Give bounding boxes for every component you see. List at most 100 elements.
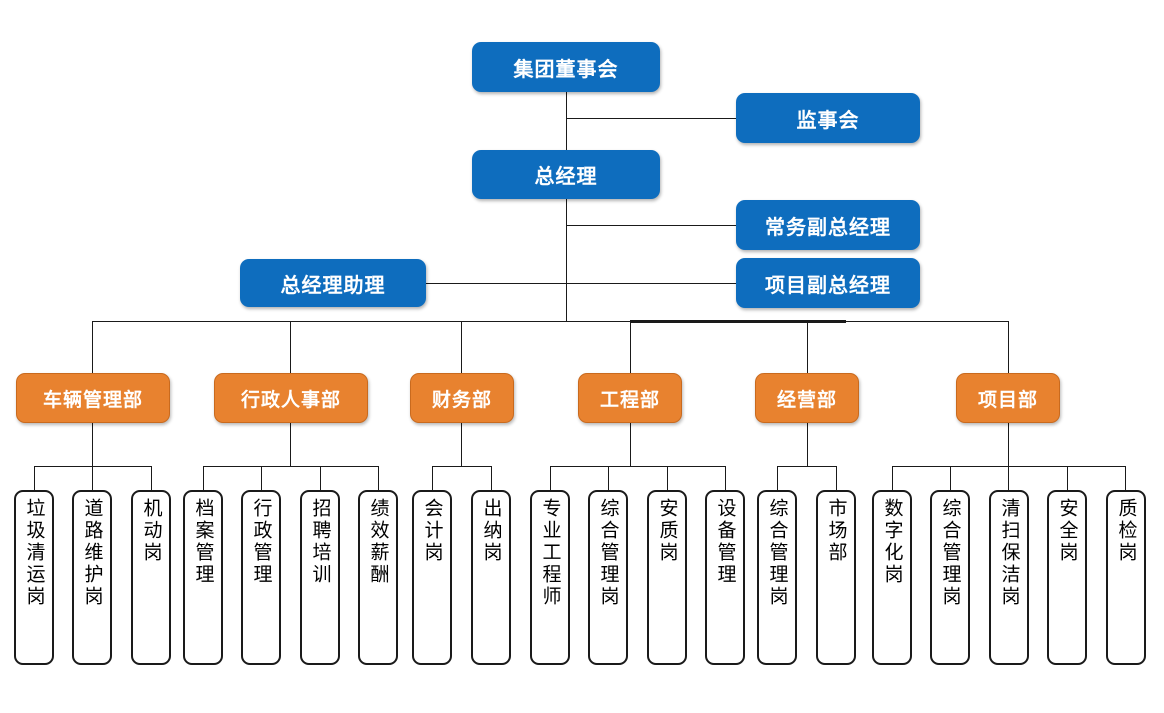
connector-dept2-child-4: [378, 466, 379, 490]
node-gm-assistant-label: 总经理助理: [280, 274, 386, 297]
node-position-admin-management[interactable]: 行政管理: [241, 490, 281, 665]
connector-dept4-child-4: [725, 466, 726, 490]
connector-dept3-child-1: [432, 466, 433, 490]
connector-dept3-bar: [432, 466, 491, 467]
node-supervisory-board-label: 监事会: [796, 109, 860, 132]
node-general-manager[interactable]: 总经理: [472, 150, 660, 199]
node-position-safety-quality[interactable]: 安质岗: [647, 490, 687, 665]
node-position-safety[interactable]: 安全岗: [1047, 490, 1087, 665]
node-department-operations[interactable]: 经营部: [755, 373, 859, 423]
node-position-accounting[interactable]: 会计岗: [412, 490, 452, 665]
connector-dept2-child-1: [203, 466, 204, 490]
connector-gm-to-project-deputy: [566, 283, 736, 284]
node-position-engineering-general-management[interactable]: 综合管理岗: [588, 490, 628, 665]
node-department-engineering-label: 工程部: [599, 389, 660, 411]
node-position-professional-engineer-label: 专业工程师: [539, 498, 561, 608]
department-connector-bar-center: [630, 320, 846, 323]
node-gm-assistant[interactable]: 总经理助理: [240, 259, 426, 307]
node-position-operations-general-management-label: 综合管理岗: [766, 498, 788, 608]
node-position-project-general-management-label: 综合管理岗: [939, 498, 961, 608]
connector-dept4-bar: [550, 466, 725, 467]
node-position-archive-management[interactable]: 档案管理: [183, 490, 223, 665]
connector-dept5-child-1: [777, 466, 778, 490]
node-position-cashier-label: 出纳岗: [480, 498, 502, 564]
node-position-equipment-management[interactable]: 设备管理: [705, 490, 745, 665]
node-exec-deputy-gm-label: 常务副总经理: [765, 216, 891, 239]
node-project-deputy-gm-label: 项目副总经理: [765, 274, 891, 297]
node-supervisory-board[interactable]: 监事会: [736, 93, 920, 143]
node-department-finance-label: 财务部: [431, 389, 492, 411]
connector-dept4-stem: [630, 423, 631, 466]
node-exec-deputy-gm[interactable]: 常务副总经理: [736, 200, 920, 250]
connector-dept1-child-3: [151, 466, 152, 490]
node-position-professional-engineer[interactable]: 专业工程师: [530, 490, 570, 665]
connector-dept1-child-1: [34, 466, 35, 490]
connector-to-dept-5: [807, 321, 808, 373]
node-position-waste-removal-label: 垃圾清运岗: [23, 498, 45, 608]
connector-to-dept-2: [290, 321, 291, 373]
connector-to-dept-4: [630, 321, 631, 373]
connector-to-dept-6: [1008, 321, 1009, 373]
node-position-road-maintenance-label: 道路维护岗: [81, 498, 103, 608]
node-position-performance-compensation[interactable]: 绩效薪酬: [358, 490, 398, 665]
node-position-mobile-duty-label: 机动岗: [140, 498, 162, 564]
node-department-operations-label: 经营部: [776, 389, 837, 411]
node-department-project-label: 项目部: [977, 389, 1038, 411]
node-position-operations-general-management[interactable]: 综合管理岗: [757, 490, 797, 665]
connector-dept3-stem: [461, 423, 462, 466]
node-position-recruitment-training[interactable]: 招聘培训: [300, 490, 340, 665]
connector-dept6-child-2: [950, 466, 951, 490]
node-department-vehicle[interactable]: 车辆管理部: [16, 373, 170, 423]
node-position-safety-label: 安全岗: [1056, 498, 1078, 564]
node-position-project-general-management[interactable]: 综合管理岗: [930, 490, 970, 665]
node-project-deputy-gm[interactable]: 项目副总经理: [736, 258, 920, 308]
node-department-vehicle-label: 车辆管理部: [42, 389, 143, 411]
connector-dept4-child-2: [608, 466, 609, 490]
connector-dept4-child-1: [550, 466, 551, 490]
node-position-accounting-label: 会计岗: [421, 498, 443, 564]
connector-gm-trunk-to-supervisory: [566, 118, 736, 119]
node-department-engineering[interactable]: 工程部: [578, 373, 682, 423]
node-position-cashier[interactable]: 出纳岗: [471, 490, 511, 665]
connector-dept2-bar: [203, 466, 378, 467]
node-position-mobile-duty[interactable]: 机动岗: [131, 490, 171, 665]
connector-dept2-child-3: [320, 466, 321, 490]
connector-board-to-gm: [566, 92, 567, 150]
connector-dept4-child-3: [667, 466, 668, 490]
connector-dept6-child-1: [892, 466, 893, 490]
node-position-archive-management-label: 档案管理: [192, 498, 214, 586]
node-position-marketing[interactable]: 市场部: [816, 490, 856, 665]
node-position-engineering-general-management-label: 综合管理岗: [597, 498, 619, 608]
node-position-marketing-label: 市场部: [825, 498, 847, 564]
node-position-cleaning-label: 清扫保洁岗: [998, 498, 1020, 608]
node-board-label: 集团董事会: [513, 58, 619, 81]
connector-dept6-child-3: [1008, 466, 1009, 490]
node-department-admin-hr[interactable]: 行政人事部: [214, 373, 368, 423]
node-board[interactable]: 集团董事会: [472, 42, 660, 92]
node-position-road-maintenance[interactable]: 道路维护岗: [72, 490, 112, 665]
connector-dept6-child-4: [1067, 466, 1068, 490]
node-department-finance[interactable]: 财务部: [410, 373, 514, 423]
connector-dept5-child-2: [836, 466, 837, 490]
department-connector-bar: [92, 321, 1009, 322]
node-position-quality-inspection-label: 质检岗: [1115, 498, 1137, 564]
node-department-admin-hr-label: 行政人事部: [240, 389, 341, 411]
connector-dept1-stem: [92, 423, 93, 466]
node-position-quality-inspection[interactable]: 质检岗: [1106, 490, 1146, 665]
node-position-waste-removal[interactable]: 垃圾清运岗: [14, 490, 54, 665]
node-department-project[interactable]: 项目部: [956, 373, 1060, 423]
connector-to-dept-1: [92, 321, 93, 373]
connector-dept6-child-5: [1125, 466, 1126, 490]
node-position-admin-management-label: 行政管理: [250, 498, 272, 586]
connector-dept2-stem: [290, 423, 291, 466]
node-position-digitalization-label: 数字化岗: [881, 498, 903, 586]
node-position-digitalization[interactable]: 数字化岗: [872, 490, 912, 665]
node-general-manager-label: 总经理: [534, 166, 598, 188]
node-position-performance-compensation-label: 绩效薪酬: [367, 498, 389, 586]
node-position-equipment-management-label: 设备管理: [714, 498, 736, 586]
connector-to-dept-3: [461, 321, 462, 373]
connector-dept1-child-2: [92, 466, 93, 490]
node-position-cleaning[interactable]: 清扫保洁岗: [989, 490, 1029, 665]
connector-dept6-stem: [1008, 423, 1009, 466]
